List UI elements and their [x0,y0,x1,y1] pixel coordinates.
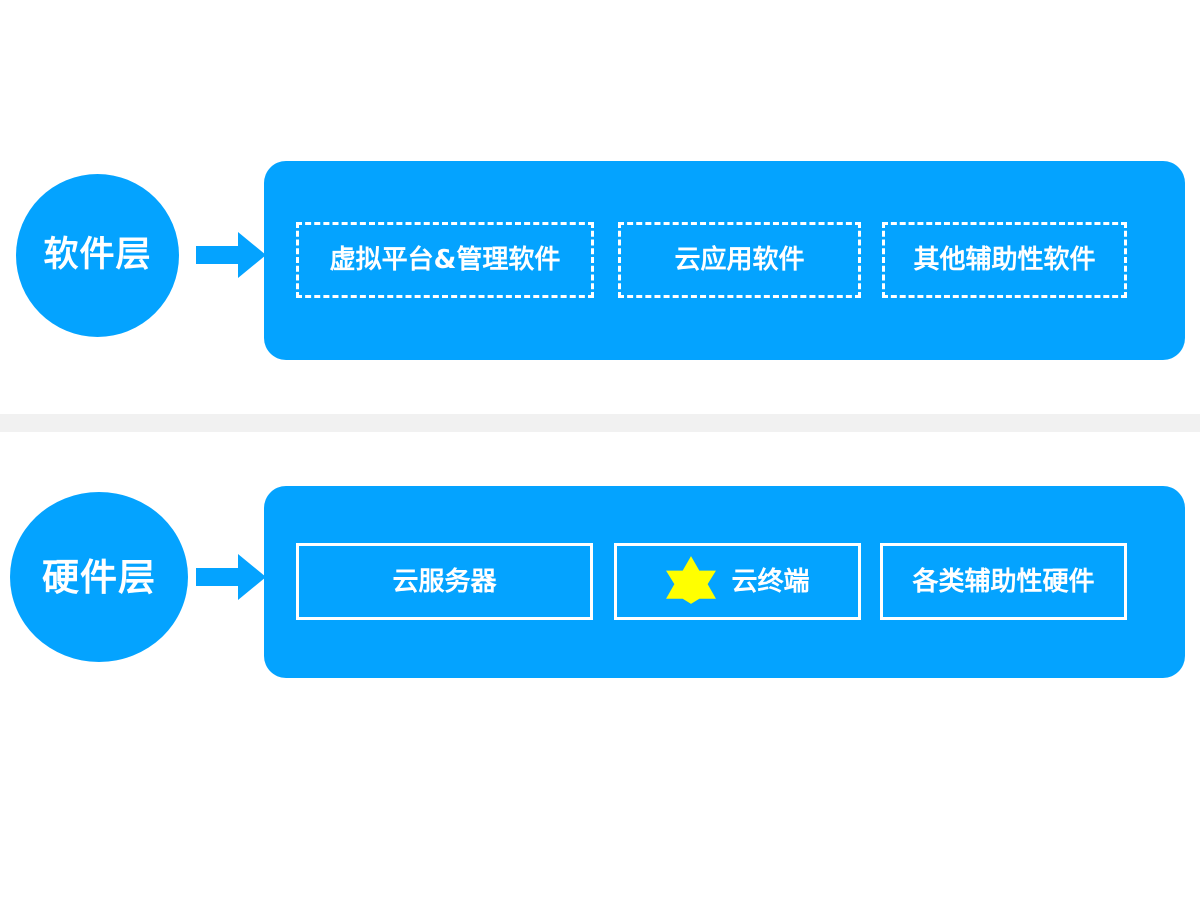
hardware-item-label-3: 各类辅助性硬件 [912,566,1095,597]
arrow-right-icon-hardware [196,552,266,602]
layer-circle-hardware[interactable]: 硬件层 [10,492,188,662]
arrow-right-icon-software [196,230,266,280]
hardware-item-label-1: 云服务器 [392,566,497,597]
layer-circle-label-hardware: 硬件层 [42,555,156,599]
layer-panel-hardware [264,486,1185,678]
software-item-box-2[interactable]: 云应用软件 [618,222,861,298]
six-pointed-star-icon [665,554,717,609]
section-divider-band [0,414,1200,432]
software-item-label-3: 其他辅助性软件 [913,245,1096,275]
layer-panel-software [264,161,1185,360]
software-item-box-1[interactable]: 虚拟平台&管理软件 [296,222,594,298]
hardware-item-label-2: 云终端 [731,566,810,597]
layer-circle-label-software: 软件层 [43,235,152,275]
layer-circle-software[interactable]: 软件层 [16,174,179,337]
hardware-item-box-2[interactable]: 云终端 [614,543,861,620]
hardware-item-box-1[interactable]: 云服务器 [296,543,593,620]
software-item-box-3[interactable]: 其他辅助性软件 [882,222,1127,298]
software-item-label-1: 虚拟平台&管理软件 [329,245,561,275]
software-item-label-2: 云应用软件 [674,245,805,275]
hardware-item-box-3[interactable]: 各类辅助性硬件 [880,543,1127,620]
